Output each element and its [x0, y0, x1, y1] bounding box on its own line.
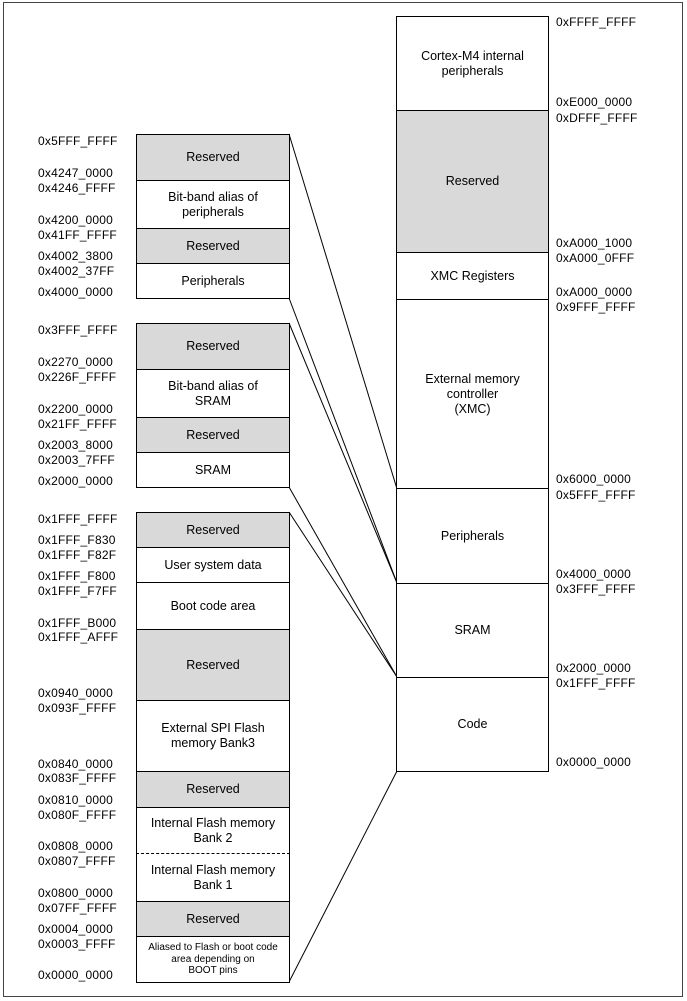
block-sram: SRAM [396, 583, 549, 678]
address-label: 0x1FFF_F830 [38, 533, 116, 547]
address-label: 0xDFFF_FFFF [556, 111, 638, 125]
address-label: 0x0003_FFFF [38, 937, 116, 951]
block-reserved: Reserved [136, 901, 290, 937]
connector-line [288, 297, 398, 584]
address-label: 0x41FF_FFFF [38, 228, 117, 242]
address-label: 0x1FFF_FFFF [556, 676, 636, 690]
block-peripherals: Peripherals [396, 488, 549, 584]
address-label: 0x0808_0000 [38, 839, 113, 853]
address-label: 0x0940_0000 [38, 686, 113, 700]
block-reserved: Reserved [136, 228, 290, 264]
connector-line [288, 486, 398, 678]
block-external-memory-controller: External memory controller (XMC) [396, 299, 549, 489]
address-label: 0x080F_FFFF [38, 808, 117, 822]
block-code: Code [396, 677, 549, 772]
address-label: 0x9FFF_FFFF [556, 300, 636, 314]
address-label: 0xE000_0000 [556, 95, 633, 109]
address-label: 0x2270_0000 [38, 355, 113, 369]
block-reserved: Reserved [136, 323, 290, 370]
block-xmc-registers: XMC Registers [396, 252, 549, 300]
address-label: 0x0807_FFFF [38, 854, 116, 868]
address-label: 0x2000_0000 [556, 661, 631, 675]
block-reserved: Reserved [136, 417, 290, 453]
connector-line [288, 511, 398, 678]
address-label: 0xA000_0FFF [556, 251, 635, 265]
address-label: 0xA000_1000 [556, 236, 633, 250]
block-bit-band-alias-sram: Bit-band alias of SRAM [136, 369, 290, 418]
block-sram: SRAM [136, 452, 290, 488]
address-label: 0x2000_0000 [38, 474, 113, 488]
address-label: 0x2200_0000 [38, 402, 113, 416]
address-label: 0x5FFF_FFFF [38, 134, 118, 148]
block-reserved: Reserved [136, 134, 290, 181]
connector-line [288, 322, 398, 584]
address-label: 0x1FFF_F7FF [38, 584, 117, 598]
address-label: 0x3FFF_FFFF [38, 323, 118, 337]
address-label: 0x07FF_FFFF [38, 901, 117, 915]
address-label: 0x21FF_FFFF [38, 417, 117, 431]
address-label: 0x226F_FFFF [38, 370, 117, 384]
address-label: 0x1FFF_AFFF [38, 630, 119, 644]
block-external-spi-flash-bank3: External SPI Flash memory Bank3 [136, 700, 290, 772]
address-label: 0x4002_37FF [38, 264, 115, 278]
address-label: 0x6000_0000 [556, 472, 631, 486]
block-boot-code-area: Boot code area [136, 582, 290, 630]
block-internal-flash-bank2: Internal Flash memory Bank 2 [136, 807, 290, 854]
address-label: 0x2003_7FFF [38, 453, 115, 467]
address-label: 0x4000_0000 [556, 567, 631, 581]
address-label: 0x3FFF_FFFF [556, 582, 636, 596]
address-label: 0x1FFF_FFFF [38, 512, 118, 526]
address-label: 0x4002_3800 [38, 249, 113, 263]
block-reserved: Reserved [136, 629, 290, 701]
block-peripherals: Peripherals [136, 263, 290, 299]
block-reserved: Reserved [136, 512, 290, 548]
address-label: 0x1FFF_F800 [38, 569, 116, 583]
address-label: 0xA000_0000 [556, 285, 633, 299]
address-label: 0x083F_FFFF [38, 771, 117, 785]
block-internal-flash-bank1: Internal Flash memory Bank 1 [136, 853, 290, 902]
address-label: 0x0000_0000 [38, 968, 113, 982]
address-label: 0x4000_0000 [38, 285, 113, 299]
address-label: 0x0800_0000 [38, 886, 113, 900]
block-reserved: Reserved [136, 771, 290, 808]
address-label: 0x5FFF_FFFF [556, 488, 636, 502]
address-label: 0x4200_0000 [38, 213, 113, 227]
connector-line [288, 770, 398, 983]
address-label: 0x4246_FFFF [38, 181, 116, 195]
block-user-system-data: User system data [136, 547, 290, 583]
block-bit-band-alias-peripherals: Bit-band alias of peripherals [136, 180, 290, 229]
address-label: 0x1FFF_B000 [38, 616, 117, 630]
connector-line [288, 133, 398, 490]
address-label: 0x1FFF_F82F [38, 548, 117, 562]
address-label: 0x0840_0000 [38, 757, 113, 771]
diagram-frame [3, 2, 683, 997]
address-label: 0x4247_0000 [38, 166, 113, 180]
block-aliased-boot: Aliased to Flash or boot code area depen… [136, 936, 290, 983]
block-reserved: Reserved [396, 110, 549, 253]
block-cortex-m4-peripherals: Cortex-M4 internal peripherals [396, 16, 549, 111]
address-label: 0xFFFF_FFFF [556, 15, 637, 29]
address-label: 0x2003_8000 [38, 438, 113, 452]
address-label: 0x0000_0000 [556, 755, 631, 769]
address-label: 0x093F_FFFF [38, 701, 117, 715]
address-label: 0x0810_0000 [38, 793, 113, 807]
address-label: 0x0004_0000 [38, 922, 113, 936]
